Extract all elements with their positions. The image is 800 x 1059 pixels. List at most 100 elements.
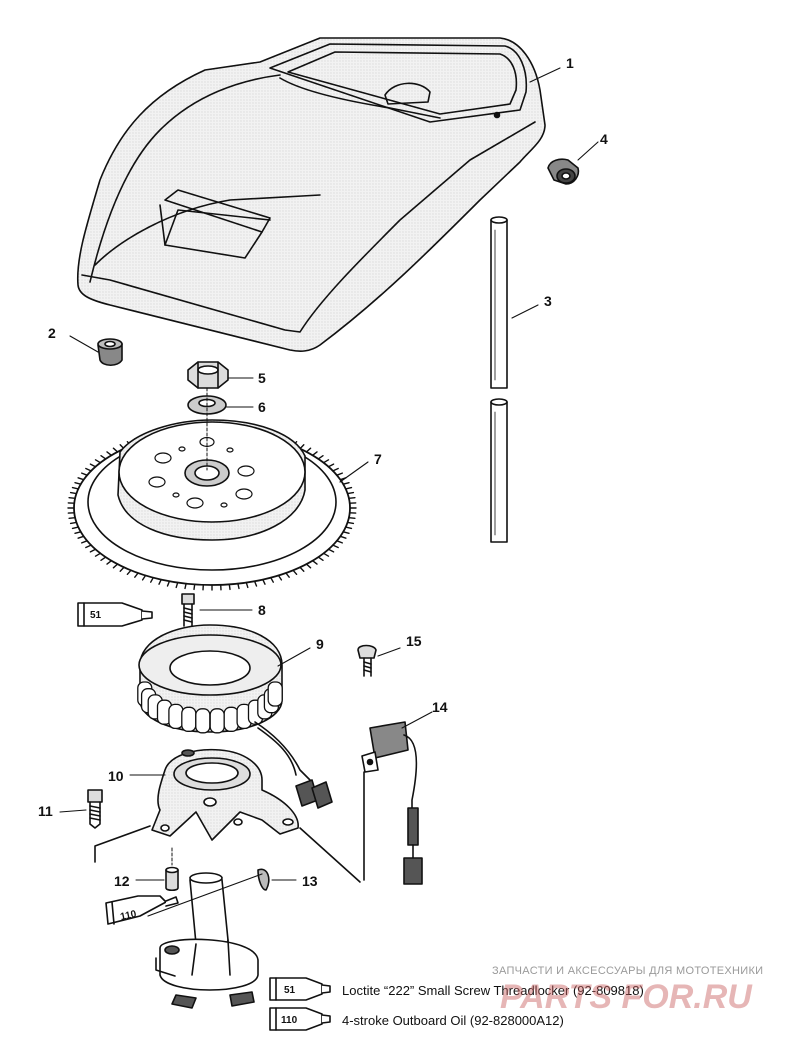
callout-10: 10	[108, 768, 124, 784]
ring-gear-tooth	[100, 556, 107, 561]
ring-gear-tooth	[292, 569, 298, 575]
ring-gear-tooth	[327, 548, 335, 553]
flywheel-nut	[187, 361, 229, 389]
ring-gear-tooth	[77, 477, 85, 481]
callout-15: 15	[406, 633, 422, 649]
ring-gear-tooth	[119, 566, 125, 572]
ring-gear-tooth	[85, 544, 92, 549]
ring-gear-tooth	[68, 497, 76, 499]
legend-code-110: 110	[281, 1015, 298, 1026]
tube-label-51: 51	[90, 610, 102, 621]
ring-gear-tooth	[345, 486, 353, 490]
grommet-2	[97, 338, 123, 367]
ring-gear-tooth	[305, 447, 312, 453]
sensor-14	[361, 721, 423, 885]
ring-gear-tooth	[158, 578, 162, 585]
ring-gear-tooth	[322, 459, 330, 464]
ring-gear-tooth	[141, 574, 147, 581]
ring-gear-tooth	[345, 526, 353, 530]
stator-pole	[168, 703, 184, 730]
ring-gear-tooth	[149, 577, 154, 583]
stator-pole	[223, 706, 239, 732]
ring-gear-tooth	[94, 459, 102, 464]
ring-gear-tooth	[112, 563, 119, 569]
ring-gear-tooth	[317, 556, 324, 561]
ring-gear-tooth	[112, 447, 119, 453]
callout-2: 2	[48, 325, 56, 341]
watermark-caption: ЗАПЧАСТИ И АКСЕССУАРЫ ДЛЯ МОТОТЕХНИКИ	[492, 965, 763, 977]
ring-gear-tooth	[317, 455, 324, 460]
legend-code-51: 51	[284, 985, 296, 996]
ring-gear-tooth	[311, 560, 318, 565]
ring-gear-tooth	[245, 581, 249, 589]
tube-3	[490, 216, 508, 543]
legend-text-51: Loctite “222” Small Screw Threadlocker (…	[342, 983, 644, 998]
ring-gear-tooth	[69, 521, 78, 525]
ring-gear-tooth	[299, 566, 305, 572]
ring-gear-tooth	[322, 552, 330, 557]
woodruff-key	[257, 868, 270, 891]
ring-gear-tooth	[126, 569, 132, 575]
ring-gear-tooth	[69, 491, 78, 495]
ring-gear-tooth	[277, 574, 283, 581]
ring-gear-tooth	[166, 580, 171, 587]
bolt-11	[87, 789, 103, 829]
ring-gear-tooth	[342, 482, 350, 485]
callout-7: 7	[374, 451, 382, 467]
ring-gear-tooth	[332, 544, 339, 549]
ring-gear-tooth	[270, 577, 274, 583]
ring-gear-tooth	[348, 497, 356, 499]
ring-gear-tooth	[327, 463, 335, 468]
flywheel	[67, 387, 357, 591]
crankshaft	[155, 872, 259, 1009]
callout-4: 4	[600, 131, 608, 147]
legend-tube-51	[269, 977, 331, 1001]
ring-gear-tooth	[285, 572, 290, 578]
stator-pole	[267, 681, 283, 707]
ring-gear-tooth	[311, 451, 318, 456]
stator	[137, 624, 333, 809]
ring-gear-tooth	[342, 531, 350, 534]
ring-gear-tooth	[346, 491, 355, 495]
ring-gear-tooth	[89, 548, 97, 553]
loctite-tube	[77, 602, 153, 627]
ring-gear-tooth	[253, 580, 258, 587]
ring-gear-tooth	[336, 472, 343, 476]
ring-gear-tooth	[332, 467, 339, 472]
stator-base	[94, 748, 361, 883]
stator-pole	[209, 708, 225, 734]
ring-gear-tooth	[100, 455, 107, 460]
legend-text-110: 4-stroke Outboard Oil (92-828000A12)	[342, 1013, 564, 1028]
grommet-4	[547, 158, 580, 185]
ring-gear-tooth	[237, 582, 240, 590]
ring-gear-tooth	[184, 582, 187, 590]
callout-14: 14	[432, 699, 448, 715]
ring-gear-tooth	[71, 486, 80, 490]
ring-gear-tooth	[106, 560, 113, 565]
ring-gear-tooth	[305, 563, 312, 569]
stator-pole	[195, 708, 211, 734]
callout-6: 6	[258, 399, 266, 415]
ring-gear-tooth	[74, 531, 82, 534]
tube-label-110: 110	[119, 909, 137, 923]
callout-13: 13	[302, 873, 318, 889]
callout-3: 3	[544, 293, 552, 309]
callout-8: 8	[258, 602, 266, 618]
ring-gear-tooth	[80, 540, 88, 544]
ring-gear-tooth	[193, 583, 196, 591]
ring-gear-tooth	[89, 463, 97, 468]
ring-gear-tooth	[348, 517, 356, 519]
ring-gear-tooth	[80, 472, 88, 476]
ring-gear-tooth	[68, 517, 76, 519]
ring-gear-tooth	[106, 451, 113, 456]
callout-9: 9	[316, 636, 324, 652]
watermark-logo: PARTS FOR.RU	[500, 978, 753, 1016]
ring-gear-tooth	[346, 521, 355, 525]
ring-gear-tooth	[175, 581, 179, 589]
ring-gear-tooth	[85, 467, 92, 472]
oil-tube	[105, 895, 179, 925]
callout-11: 11	[38, 803, 53, 819]
legend-tube-110	[269, 1007, 331, 1031]
